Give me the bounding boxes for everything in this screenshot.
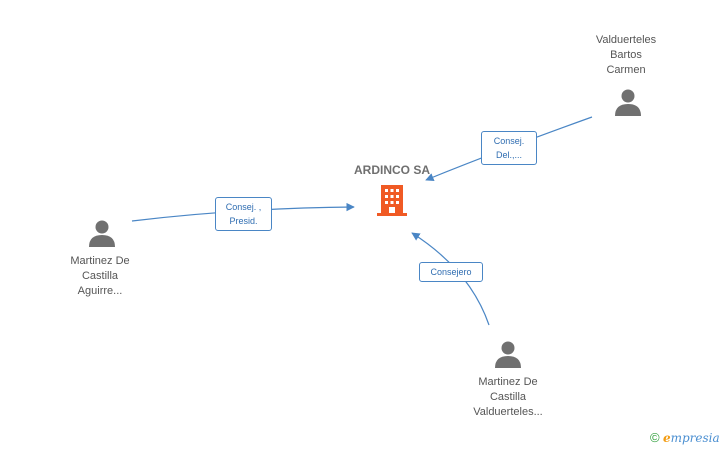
person-label-p2[interactable]: Martinez De Castilla Aguirre... <box>70 255 130 297</box>
person-icon[interactable] <box>88 219 116 247</box>
company-name[interactable]: ARDINCO SA <box>354 163 431 177</box>
relation-label-p2[interactable]: Consej. , Presid. <box>215 197 272 231</box>
person-label-p1[interactable]: Valduerteles Bartos Carmen <box>595 34 657 76</box>
copyright-symbol: © <box>650 430 660 445</box>
person-label-p3[interactable]: Martinez De Castilla Valduerteles... <box>473 376 543 418</box>
relation-label-p3[interactable]: Consejero <box>419 262 483 282</box>
building-icon[interactable] <box>376 184 408 218</box>
relation-label-p1[interactable]: Consej. Del.,... <box>481 131 537 165</box>
person-icon[interactable] <box>614 88 642 116</box>
empresia-logo: © empresia <box>650 430 720 445</box>
person-icon[interactable] <box>494 340 522 368</box>
